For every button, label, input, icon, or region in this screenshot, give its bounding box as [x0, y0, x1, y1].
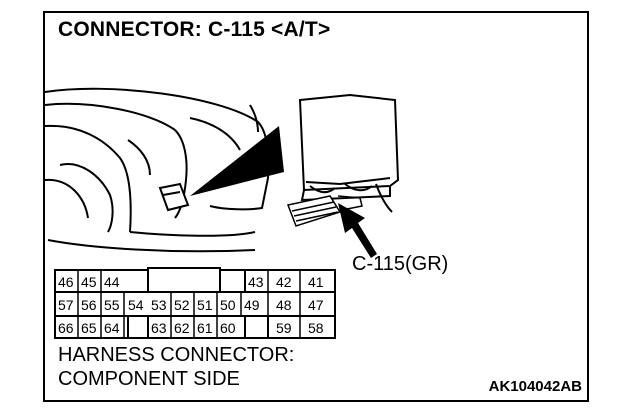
pin-45: 45: [81, 274, 97, 290]
pin-42: 42: [276, 274, 292, 290]
connector-face: [54, 267, 336, 339]
figure-code: AK104042AB: [488, 378, 582, 395]
dash-connector-drawing: [158, 182, 190, 212]
caption-line-2: COMPONENT SIDE: [58, 368, 240, 390]
pin-52: 52: [174, 297, 190, 313]
pin-43: 43: [248, 274, 264, 290]
pin-61: 61: [197, 320, 213, 336]
pin-41: 41: [308, 274, 324, 290]
pin-62: 62: [174, 320, 190, 336]
pin-59: 59: [276, 320, 292, 336]
leader-wedge: [190, 126, 284, 196]
pin-65: 65: [81, 320, 97, 336]
pin-44: 44: [104, 274, 120, 290]
connector-caption: HARNESS CONNECTOR: COMPONENT SIDE: [58, 343, 294, 391]
pin-58: 58: [308, 320, 324, 336]
pin-48: 48: [276, 297, 292, 313]
pin-66: 66: [58, 320, 74, 336]
harness-plug-drawing: [286, 195, 363, 227]
pin-47: 47: [308, 297, 324, 313]
control-module-drawing: [298, 93, 400, 213]
pin-46: 46: [58, 274, 74, 290]
pin-54: 54: [128, 297, 144, 313]
pin-51: 51: [197, 297, 213, 313]
pin-63: 63: [151, 320, 167, 336]
caption-line-1: HARNESS CONNECTOR:: [58, 344, 295, 366]
pin-56: 56: [81, 297, 97, 313]
pin-55: 55: [104, 297, 120, 313]
pointer-arrow: [338, 203, 377, 258]
pin-50: 50: [220, 297, 236, 313]
dashboard-drawing: [44, 87, 270, 253]
pin-57: 57: [58, 297, 74, 313]
pin-64: 64: [104, 320, 120, 336]
connector-callout-label: C-115(GR): [352, 253, 449, 275]
pin-53: 53: [151, 297, 167, 313]
pin-60: 60: [220, 320, 236, 336]
diagram-title: CONNECTOR: C-115 <A/T>: [58, 18, 331, 41]
pin-grid: 46 45 44 43 42 41 57 56 55 54 53 52 51 50 49 48 47 66 65 64…: [58, 270, 324, 338]
pin-49: 49: [244, 297, 260, 313]
